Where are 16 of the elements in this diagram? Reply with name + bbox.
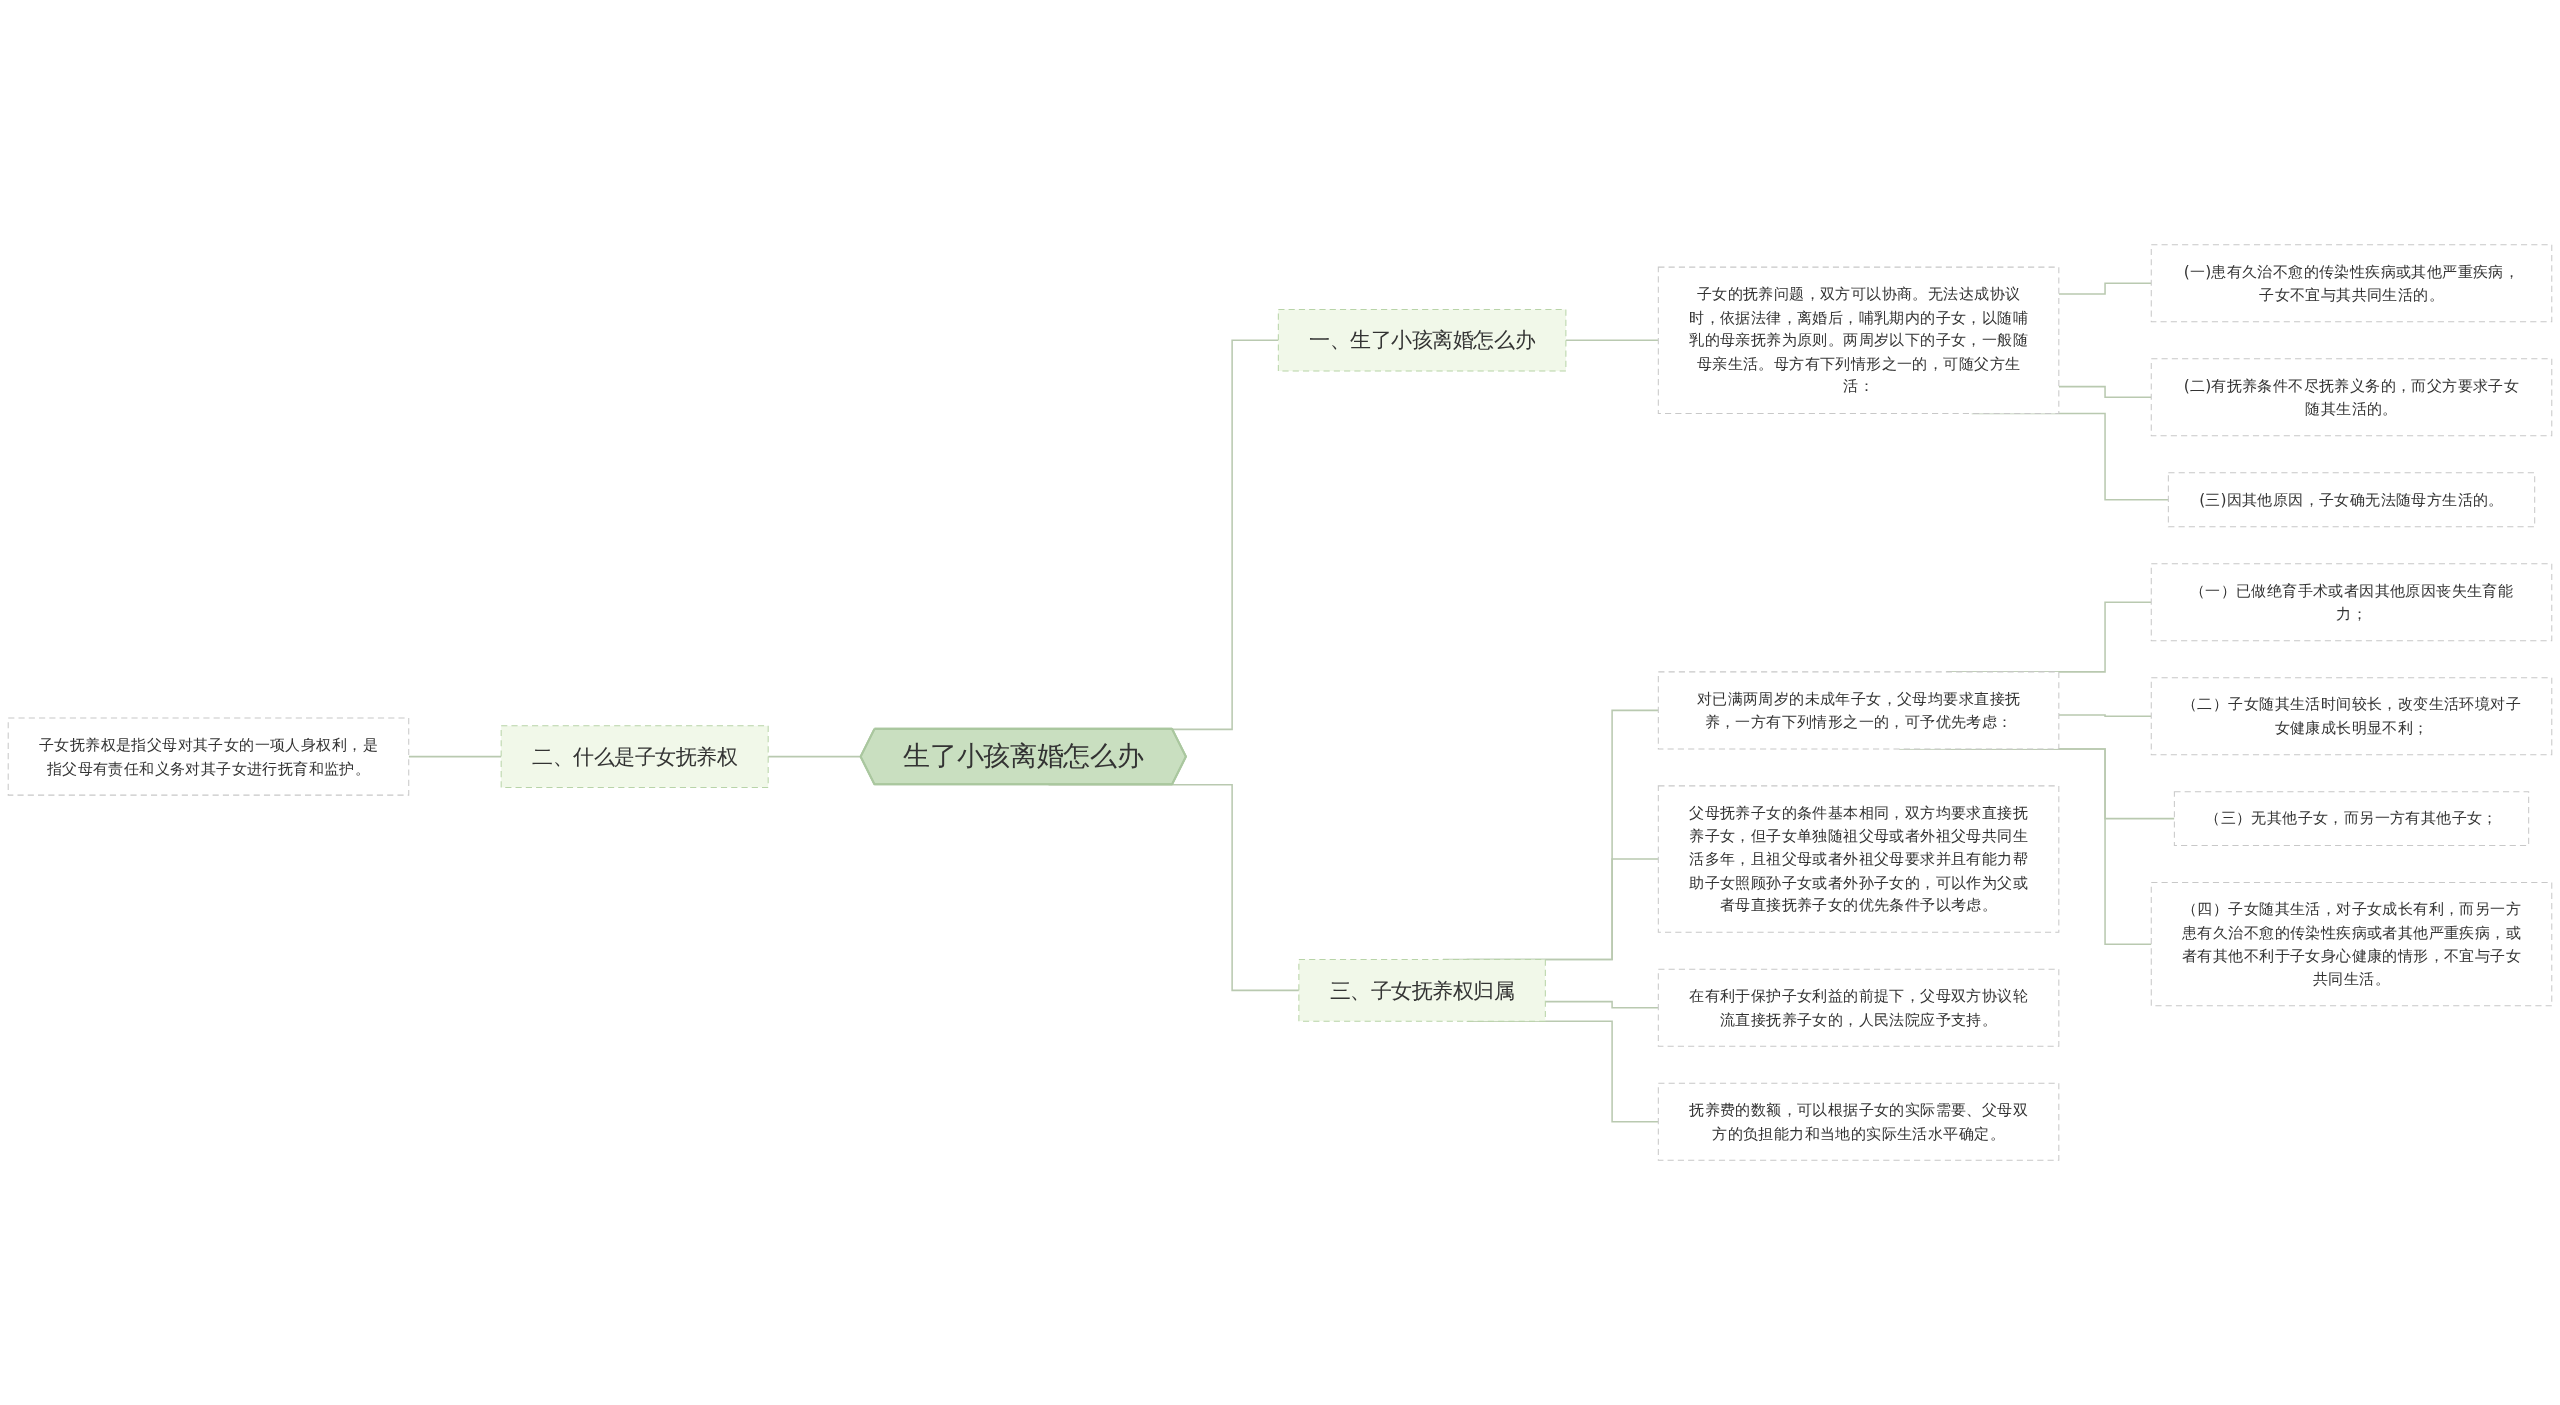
node-box: (一)患有久治不愈的传染性疾病或其他严重疾病，子女不宜与其共同生活的。 (2150, 244, 2553, 323)
node-box: (二)有抚养条件不尽抚养义务的，而父方要求子女随其生活的。 (2150, 358, 2553, 437)
node-box: 父母抚养子女的条件基本相同，双方均要求直接抚养子女，但子女单独随祖父母或者外祖父母共同生活多年，且祖父母或者外祖父母要求并且有能力帮助子女照顾孙子女或者外孙子女的，可以作为父或者母直接抚养子女的优先条件予以考虑。 (1657, 785, 2060, 933)
node-box: （一）已做绝育手术或者因其他原因丧失生育能力； (2150, 563, 2553, 642)
node-box: 子女的抚养问题，双方可以协商。无法达成协议时，依据法律，离婚后，哺乳期内的子女，以随哺乳的母亲抚养为原则。两周岁以下的子女，一般随母亲生活。母方有下列情形之一的，可随父方生活： (1657, 266, 2060, 414)
node-box: 在有利于保护子女利益的前提下，父母双方协议轮流直接抚养子女的，人民法院应予支持。 (1657, 968, 2060, 1047)
node-box: （二）子女随其生活时间较长，改变生活环境对子女健康成长明显不利； (2150, 677, 2553, 756)
node-box: 二、什么是子女抚养权 (500, 725, 769, 788)
node-box: 三、子女抚养权归属 (1298, 959, 1546, 1022)
node-box: 一、生了小孩离婚怎么办 (1277, 308, 1567, 372)
node-box: （四）子女随其生活，对子女成长有利，而另一方患有久治不愈的传染性疾病或者其他严重疾病，或者有其他不利于子女身心健康的情形，不宜与子女共同生活。 (2150, 882, 2553, 1007)
node-box: 子女抚养权是指父母对其子女的一项人身权利，是指父母有责任和义务对其子女进行抚育和监护。 (7, 717, 410, 796)
node-box: 对已满两周岁的未成年子女，父母均要求直接抚养，一方有下列情形之一的，可予优先考虑： (1657, 671, 2060, 750)
node-box: 抚养费的数额，可以根据子女的实际需要、父母双方的负担能力和当地的实际生活水平确定。 (1657, 1082, 2060, 1161)
node-box: （三）无其他子女，而另一方有其他子女； (2173, 791, 2530, 847)
node-box: (三)因其他原因，子女确无法随母方生活的。 (2167, 472, 2536, 528)
